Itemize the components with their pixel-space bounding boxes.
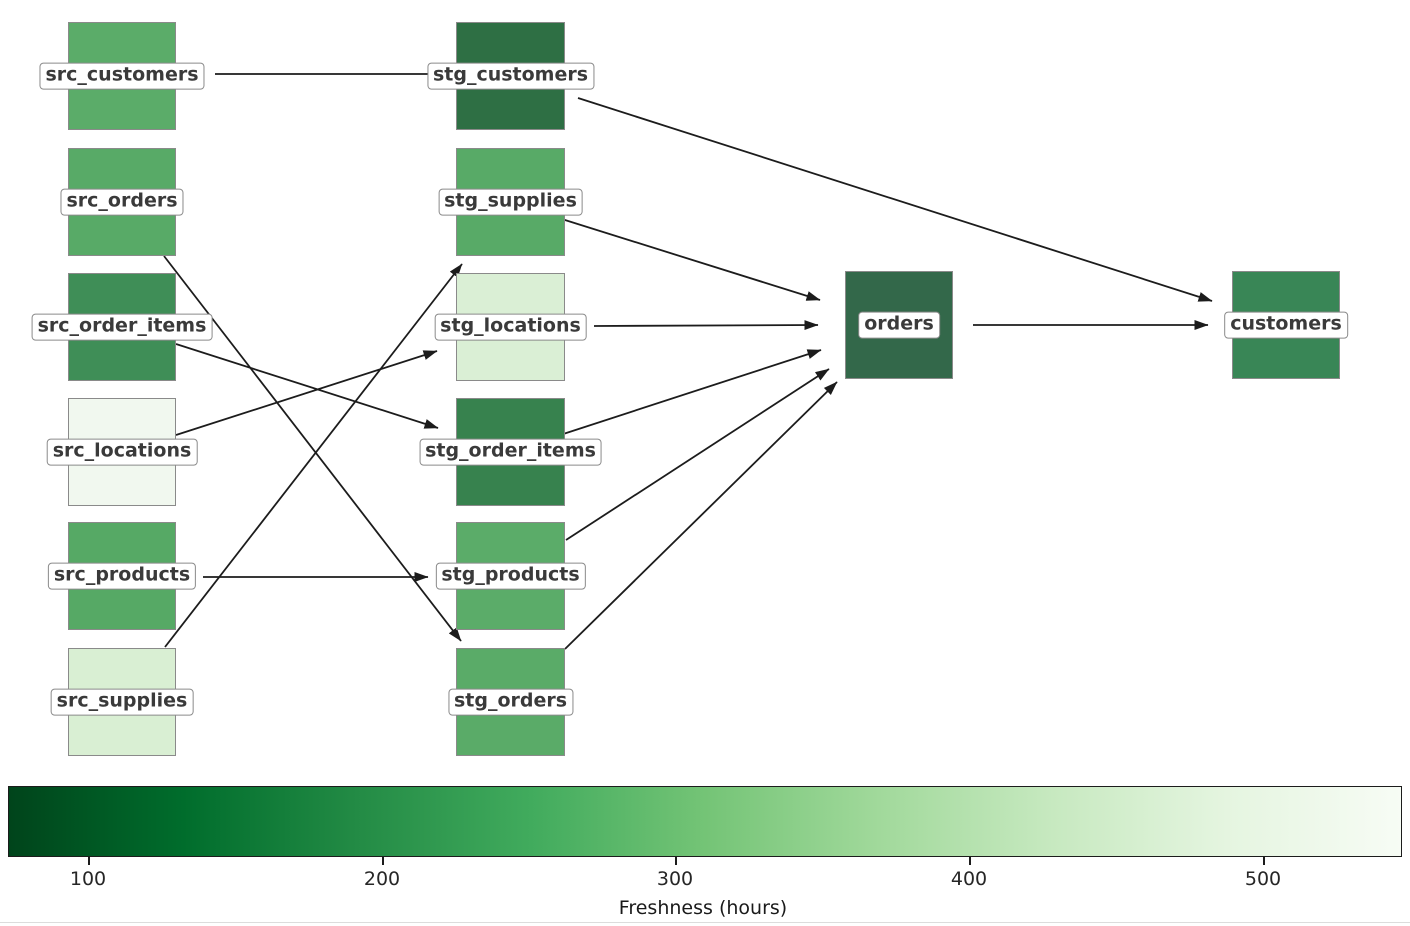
node-label-stg_supplies: stg_supplies bbox=[438, 188, 583, 216]
edge-stg_products-to-orders bbox=[565, 368, 830, 541]
edge-stg_supplies-to-orders bbox=[548, 214, 821, 301]
edge-src_order_items-to-stg_order_items bbox=[175, 343, 439, 429]
node-label-src_products: src_products bbox=[47, 562, 197, 590]
node-label-src_customers: src_customers bbox=[39, 62, 205, 90]
node-label-src_locations: src_locations bbox=[46, 438, 198, 466]
colorbar-tick-mark-500 bbox=[1263, 857, 1265, 865]
node-label-src_supplies: src_supplies bbox=[50, 688, 194, 716]
colorbar-tick-label-400: 400 bbox=[950, 868, 988, 890]
node-label-stg_orders: stg_orders bbox=[447, 688, 574, 716]
colorbar-tick-label-200: 200 bbox=[363, 868, 401, 890]
colorbar-gradient bbox=[8, 786, 1402, 857]
edge-stg_orders-to-orders bbox=[564, 381, 838, 650]
colorbar-tick-mark-300 bbox=[675, 857, 677, 865]
colorbar-tick-label-300: 300 bbox=[656, 868, 694, 890]
colorbar-axis-label: Freshness (hours) bbox=[618, 897, 788, 919]
node-label-orders: orders bbox=[858, 311, 940, 339]
colorbar-tick-mark-200 bbox=[382, 857, 384, 865]
node-label-src_order_items: src_order_items bbox=[31, 313, 213, 341]
node-label-stg_locations: stg_locations bbox=[434, 313, 587, 341]
node-label-stg_products: stg_products bbox=[435, 562, 586, 590]
bottom-divider bbox=[0, 922, 1410, 923]
node-label-stg_customers: stg_customers bbox=[426, 62, 595, 90]
edge-src_supplies-to-stg_supplies bbox=[164, 263, 463, 648]
colorbar-tick-label-100: 100 bbox=[69, 868, 107, 890]
colorbar-tick-mark-100 bbox=[88, 857, 90, 865]
edge-stg_order_items-to-orders bbox=[553, 349, 822, 438]
node-label-stg_order_items: stg_order_items bbox=[419, 438, 602, 466]
node-label-src_orders: src_orders bbox=[60, 188, 184, 216]
edge-stg_locations-to-orders bbox=[593, 320, 819, 331]
node-label-customers: customers bbox=[1224, 311, 1348, 339]
colorbar-tick-mark-400 bbox=[969, 857, 971, 865]
edge-stg_customers-to-customers bbox=[577, 97, 1213, 302]
edge-src_locations-to-stg_locations bbox=[175, 350, 438, 436]
colorbar-tick-label-500: 500 bbox=[1244, 868, 1282, 890]
